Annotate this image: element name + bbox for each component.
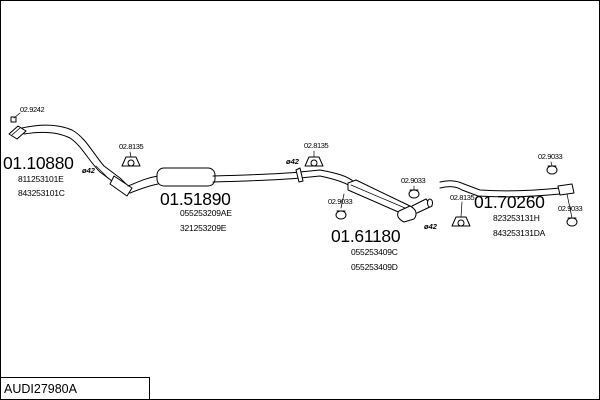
- tail-pipe-drawing: [439, 180, 575, 198]
- diameter-front: ø42: [82, 166, 95, 175]
- hanger-rubber-3: [451, 216, 471, 227]
- gasket-part: [10, 116, 17, 123]
- clamp-1: [335, 210, 347, 220]
- front-pipe-drawing: [8, 124, 133, 197]
- hanger-ref-1: 02.8135: [119, 142, 144, 151]
- hanger-rubber-1: [121, 156, 141, 167]
- middle-silencer-oe-1: 055253209AE: [180, 208, 232, 218]
- tail-pipe-part-number: 01.70260: [474, 192, 545, 212]
- rear-silencer-oe-2: 055253409D: [351, 262, 398, 272]
- rear-silencer-drawing: [347, 179, 433, 223]
- hanger-ref-2: 02.8135: [304, 141, 329, 150]
- front-pipe-part-number: 01.10880: [3, 153, 74, 173]
- tail-pipe-oe-1: 823253131H: [493, 213, 540, 223]
- clamp-ref-1: 02.9033: [328, 197, 353, 206]
- diameter-rear: ø42: [424, 222, 437, 231]
- tail-pipe-oe-2: 843253131DA: [493, 228, 546, 238]
- middle-silencer-body: [156, 167, 216, 187]
- front-pipe-oe-2: 843253101C: [18, 188, 65, 198]
- front-pipe-oe-1: 811253101E: [18, 174, 64, 184]
- rear-silencer-oe-1: 055253409C: [351, 247, 398, 257]
- middle-silencer-oe-2: 321253209E: [180, 223, 227, 233]
- leader-lines: [13, 112, 573, 219]
- assembly-title: AUDI27980A: [4, 382, 77, 396]
- gasket-ref: 02.9242: [20, 105, 45, 114]
- rear-silencer-part-number: 01.61180: [331, 226, 401, 246]
- clamp-ref-3: 02.9033: [538, 152, 563, 161]
- diameter-middle: ø42: [286, 157, 299, 166]
- clamp-ref-4: 02.9033: [558, 204, 583, 213]
- title-box: AUDI27980A: [0, 377, 150, 399]
- hanger-ref-3: 02.8135: [450, 193, 475, 202]
- hanger-rubber-2: [304, 156, 324, 167]
- middle-pipe-drawing: [127, 167, 355, 194]
- clamp-4: [566, 217, 578, 227]
- middle-silencer-part-number: 01.51890: [160, 189, 231, 209]
- clamp-ref-2: 02.9033: [401, 176, 426, 185]
